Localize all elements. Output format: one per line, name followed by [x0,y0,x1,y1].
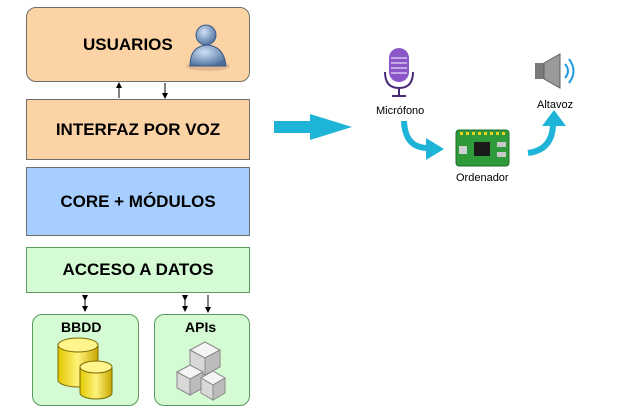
speaker-label: Altavoz [537,99,574,111]
acceso-box: ACCESO A DATOS [26,247,250,293]
interfaz-box: INTERFAZ POR VOZ [26,99,250,160]
bbdd-label: BBDD [61,319,102,335]
interfaz-label: INTERFAZ POR VOZ [55,119,221,139]
bbdd-box: BBDD [32,314,139,406]
microphone-label: Micrófono [376,105,425,117]
computer-label: Ordenador [456,172,509,184]
usuarios-label: USUARIOS [83,34,173,54]
core-box: CORE + MÓDULOS [26,167,250,236]
acceso-label: ACCESO A DATOS [62,260,214,279]
core-label: CORE + MÓDULOS [60,191,216,211]
apis-label: APIs [185,319,217,335]
apis-box: APIs [154,314,250,406]
usuarios-box: USUARIOS [26,7,250,82]
